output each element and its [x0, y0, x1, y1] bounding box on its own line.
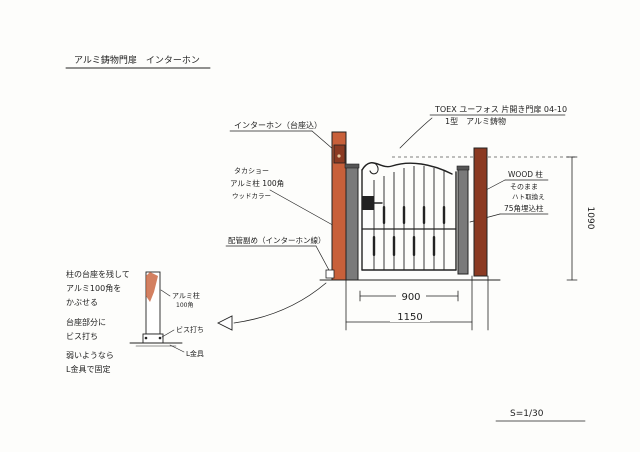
post-leader-line	[269, 189, 339, 229]
opening-width-dimension: 900	[359, 289, 459, 303]
detail-screw-icon-left	[144, 336, 148, 340]
overall-width-dimension: 1150	[345, 310, 473, 323]
scale-note: S=1/30	[495, 409, 586, 422]
wiring-label: 配管副め（インターホン線）	[228, 235, 326, 245]
wiring-callout: 配管副め（インターホン線）	[225, 235, 331, 273]
detail-screw-leader	[161, 329, 175, 338]
gate-scroll-ornament	[361, 162, 379, 175]
steel-post-label: 75角埋込柱	[504, 203, 544, 213]
detail-bracket-label: L金具	[186, 349, 204, 358]
height-dimension-value: 1090	[585, 207, 595, 230]
intercom-label: インターホン（台座込）	[234, 120, 322, 130]
height-dimension: 1090	[392, 156, 595, 281]
detail-note-line1: 柱の台座を残して	[66, 269, 130, 279]
left-aluminium-post-body	[345, 165, 359, 281]
wood-post-callout: WOOD 柱 そのまま ハト取換え	[485, 169, 549, 201]
left-aluminium-post-cap	[344, 163, 360, 169]
left-aluminium-post	[344, 163, 360, 281]
detail-post-label-line2: 100角	[176, 301, 193, 309]
left-wood-post	[331, 131, 347, 281]
wood-post-leader-line	[485, 179, 506, 191]
detail-wood-color-swatch	[146, 272, 158, 302]
detail-note-line2: アルミ100角を	[66, 283, 121, 293]
wiring-leader-line	[315, 245, 331, 273]
sheet-title: アルミ鋳物門扉 インターホン	[65, 54, 211, 69]
right-steel-post-body	[457, 167, 469, 275]
gate-latch-icon	[362, 196, 374, 210]
detail-screw-icon-right	[158, 336, 162, 340]
intercom-button-icon	[337, 154, 341, 158]
overall-width-label-bg	[390, 310, 430, 322]
right-steel-post	[456, 165, 470, 275]
intercom-unit	[333, 144, 346, 164]
wood-post-label-line2: そのまま	[510, 183, 538, 191]
gate-leaf	[361, 162, 457, 271]
detail-bracket-leader	[169, 344, 185, 353]
detail-post-leader	[160, 289, 171, 297]
scale-label: S=1/30	[510, 409, 544, 419]
gate-picket-twists	[372, 206, 446, 256]
wood-post-label-line3: ハト取換え	[512, 192, 545, 201]
post-label-line1: タカショー	[234, 166, 269, 175]
ground-base	[319, 269, 501, 331]
post-base-detail: 柱の台座を残して アルミ100角を かぶせる 台座部分に ビス打ち 弱いようなら…	[66, 269, 327, 374]
detail-note-line3: かぶせる	[66, 298, 98, 307]
post-callout: タカショー アルミ柱 100角 ウッドカラー	[230, 166, 339, 229]
wiring-box-icon	[325, 269, 335, 279]
right-steel-post-cap	[456, 165, 470, 171]
product-label-line2: 1型 アルミ鋳物	[445, 116, 506, 126]
intercom-callout: インターホン（台座込）	[229, 120, 335, 151]
opening-width-label-bg	[396, 289, 426, 302]
detail-reference-arrow	[233, 282, 327, 324]
product-leader-line	[399, 117, 433, 149]
post-label-line2: アルミ柱 100角	[230, 178, 284, 188]
sheet-title-text: アルミ鋳物門扉 インターホン	[74, 54, 200, 66]
detail-note-line7: L金具で固定	[66, 364, 110, 374]
post-label-line3: ウッドカラー	[232, 192, 271, 200]
detail-note-line4: 台座部分に	[66, 317, 106, 327]
intercom-leader-line	[311, 130, 335, 151]
detail-post-label-line1: アルミ柱	[172, 291, 200, 300]
product-label-line1: TOEX ユーフォス 片開き門扉 04-10	[434, 104, 567, 114]
detail-note-line5: ビス打ち	[66, 331, 98, 341]
right-wood-post	[473, 147, 488, 277]
detail-screw-label: ビス打ち	[176, 325, 204, 334]
wood-post-label-line1: WOOD 柱	[508, 169, 543, 179]
opening-width-value: 900	[401, 292, 420, 303]
right-wood-post-body	[473, 147, 488, 277]
detail-note-line6: 弱いようなら	[66, 351, 114, 360]
product-callout: TOEX ユーフォス 片開き門扉 04-10 1型 アルミ鋳物	[399, 104, 567, 149]
detail-reference-arrowhead-icon	[216, 315, 233, 331]
overall-width-value: 1150	[397, 312, 422, 323]
